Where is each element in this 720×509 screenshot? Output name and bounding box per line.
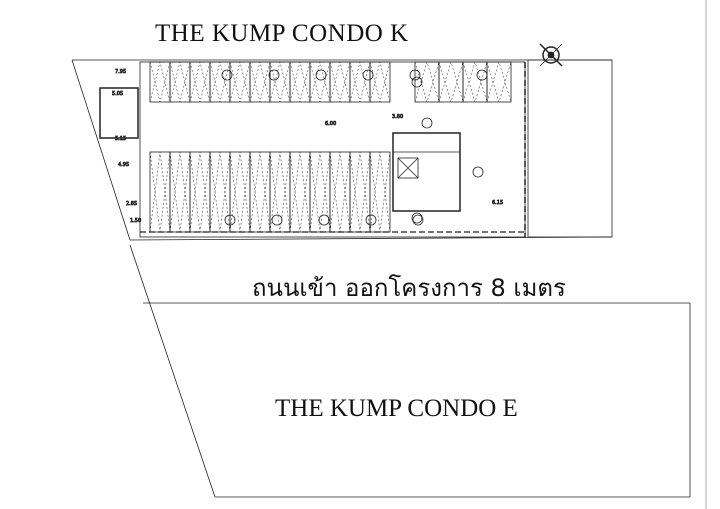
parking-stall [229, 151, 251, 233]
dim-label: 4.95 [118, 162, 129, 168]
tree-icon [472, 166, 484, 178]
dim-label: 1.50 [130, 218, 141, 224]
parking-stall [149, 61, 171, 103]
dim-label: 2.85 [126, 201, 137, 207]
parking-stall [249, 151, 271, 233]
tree-icon [362, 69, 374, 81]
tree-icon [315, 69, 327, 81]
road-label: ถนนเข้า ออกโครงการ 8 เมตร [252, 274, 566, 302]
parking-stall [169, 151, 191, 233]
stall-marking [486, 61, 512, 103]
tree-icon [411, 76, 423, 88]
tree-icon [421, 117, 433, 129]
stall-marking [329, 61, 351, 103]
stall-marking [169, 61, 191, 103]
stall-marking [249, 61, 271, 103]
dim-label: 7.95 [115, 69, 126, 75]
stall-marking [169, 151, 191, 233]
dim-label: 6.15 [492, 200, 503, 206]
parking-stall [369, 151, 391, 233]
lot-k-outline [71, 59, 613, 241]
tree-icon [411, 212, 423, 224]
parking-stall [269, 151, 291, 233]
parking-stall [438, 61, 464, 103]
stall-marking [369, 61, 391, 103]
parking-stall [329, 61, 351, 103]
parking-stall [349, 61, 371, 103]
dim-label: 6.00 [325, 121, 336, 127]
parking-stall [169, 61, 191, 103]
parking-stall [189, 61, 211, 103]
dim-label: 3.80 [392, 114, 403, 120]
stall-marking [269, 151, 291, 233]
parking-stall [329, 151, 351, 233]
tree-icon [271, 214, 283, 226]
parking-stall [289, 61, 311, 103]
stall-marking [414, 61, 440, 103]
parking-stall [486, 61, 512, 103]
stall-marking [289, 151, 311, 233]
tree-icon [318, 214, 330, 226]
parking-stall [289, 151, 311, 233]
stall-marking [329, 151, 351, 233]
parking-stall [349, 151, 371, 233]
parking-stall [249, 61, 271, 103]
parking-stall [209, 151, 231, 233]
stall-marking [209, 61, 231, 103]
stall-marking [269, 61, 291, 103]
parking-stall [414, 61, 440, 103]
parking-stall [309, 61, 331, 103]
parking-stall [209, 61, 231, 103]
parking-stalls [149, 61, 512, 233]
stall-marking [189, 61, 211, 103]
stall-marking [349, 151, 371, 233]
guard-house [99, 87, 139, 139]
stall-marking [309, 61, 331, 103]
tree-icon [365, 214, 377, 226]
parking-stall [149, 151, 171, 233]
parking-stall [229, 61, 251, 103]
condo-k-title: THE KUMP CONDO K [155, 20, 409, 47]
stall-marking [369, 151, 391, 233]
parking-stall [369, 61, 391, 103]
stall-marking [189, 151, 211, 233]
parking-stall [462, 61, 488, 103]
tree-icon [221, 69, 233, 81]
stall-marking [149, 61, 171, 103]
condo-e-title: THE KUMP CONDO E [275, 395, 518, 422]
stall-marking [462, 61, 488, 103]
stall-marking [349, 61, 371, 103]
stall-marking [309, 151, 331, 233]
lot-e-outline [129, 244, 691, 498]
dim-label: 5.05 [112, 91, 123, 97]
stall-marking [249, 151, 271, 233]
tree-icon [476, 69, 488, 81]
parking-stall [309, 151, 331, 233]
stair-core [392, 132, 461, 212]
stall-marking [229, 61, 251, 103]
parking-stall [269, 61, 291, 103]
stall-marking [229, 151, 251, 233]
stall-marking [209, 151, 231, 233]
stall-marking [149, 151, 171, 233]
tree-icon [412, 214, 424, 226]
dim-label: 5.15 [115, 136, 126, 142]
stall-marking [438, 61, 464, 103]
parking-stall [189, 151, 211, 233]
stall-marking [289, 61, 311, 103]
tree-icon [224, 214, 236, 226]
tree-icon [268, 69, 280, 81]
north-arrow-icon [539, 43, 563, 67]
